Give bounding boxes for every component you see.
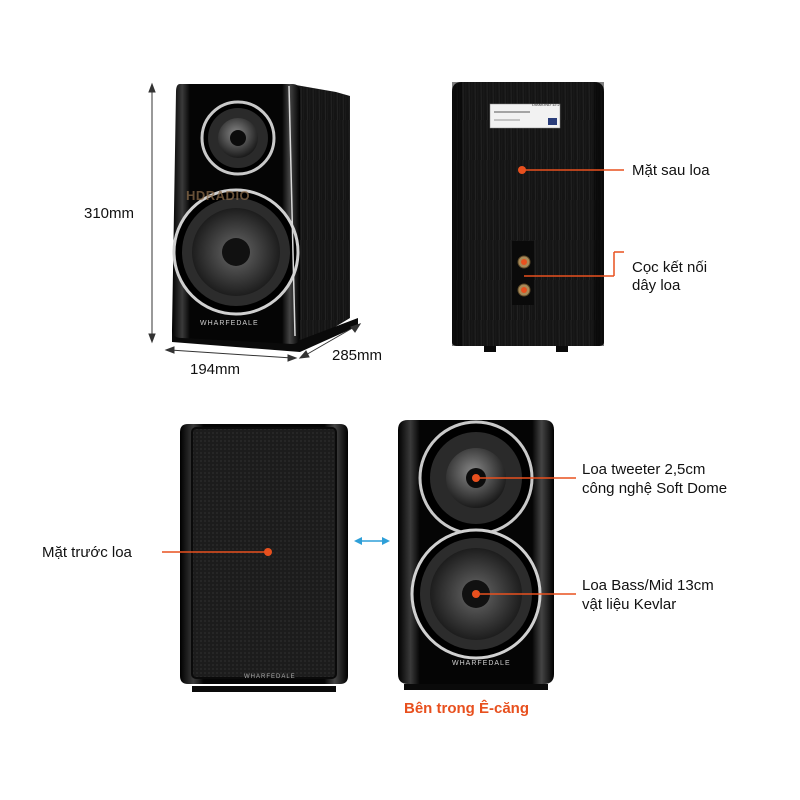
brand-logo-front: WHARFEDALE: [452, 660, 511, 667]
height-dimension-label: 310mm: [84, 205, 135, 222]
rear-model-label: DIAMOND 12.2: [532, 102, 560, 107]
width-dimension-label: 194mm: [190, 361, 241, 378]
inside-grille-caption: Bên trong Ê-căng: [404, 700, 530, 717]
brand-logo-grille: WHARFEDALE: [244, 674, 296, 680]
callout-lines: [162, 166, 624, 598]
speaker-rear-view: [452, 82, 604, 352]
watermark-logo: HDRADIO: [186, 188, 251, 203]
compare-arrow-icon: [354, 537, 390, 545]
brand-logo-angled: WHARFEDALE: [200, 320, 259, 327]
rear-panel-callout: Mặt sau loa: [632, 162, 710, 179]
terminals-callout-line2: dây loa: [632, 277, 681, 294]
speaker-front-grille-view: [180, 424, 348, 692]
woofer-callout-line2: vật liệu Kevlar: [582, 596, 677, 613]
tweeter-callout-line1: Loa tweeter 2,5cm: [582, 461, 706, 478]
dimension-lines: [148, 82, 362, 362]
front-panel-callout: Mặt trước loa: [42, 544, 132, 561]
depth-dimension-label: 285mm: [332, 347, 383, 364]
speaker-angled-view: [172, 84, 358, 352]
woofer-callout-line1: Loa Bass/Mid 13cm: [582, 577, 714, 594]
speaker-front-open-view: [398, 420, 554, 690]
terminals-callout-line1: Cọc kết nối: [632, 259, 708, 276]
tweeter-callout-line2: công nghệ Soft Dome: [582, 480, 728, 497]
